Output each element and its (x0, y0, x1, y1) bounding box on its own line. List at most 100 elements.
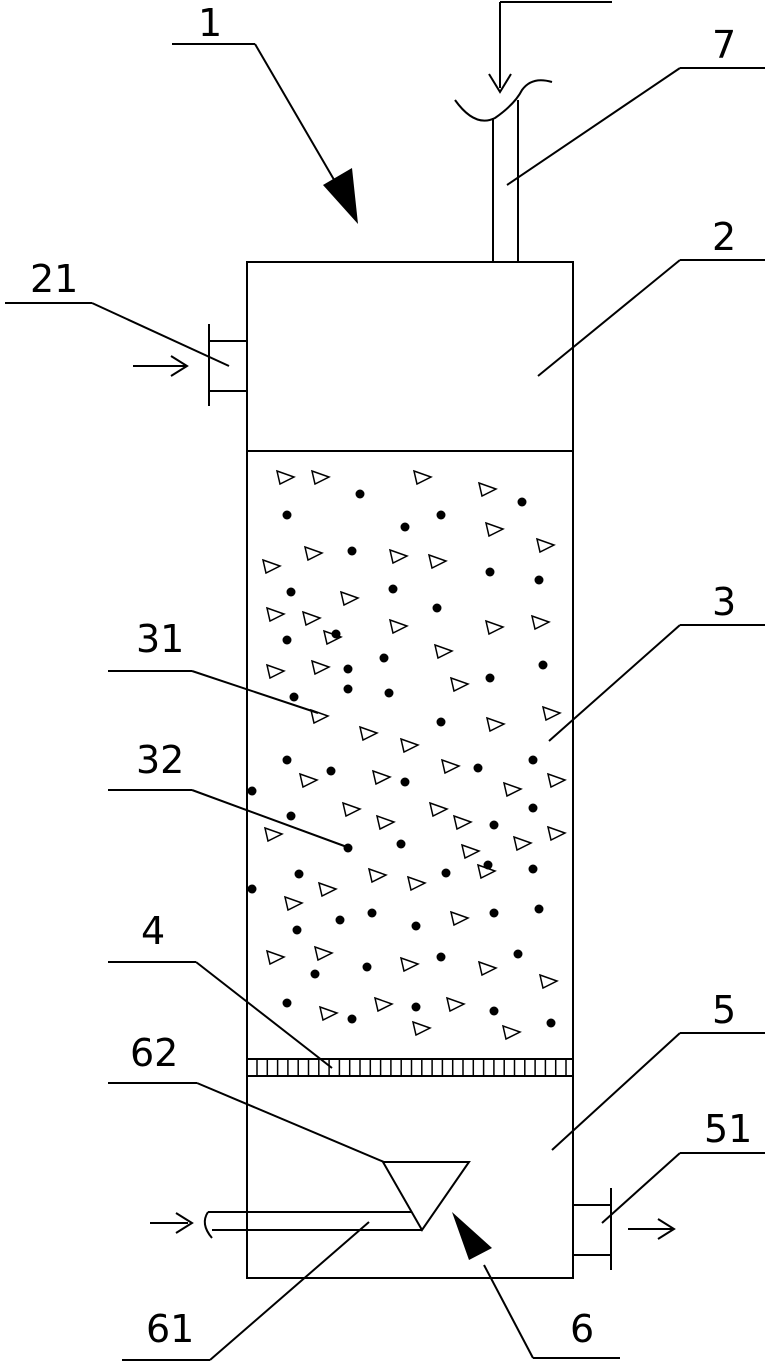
carrier-particle-dot (485, 673, 495, 683)
carrier-particle-triangle (367, 867, 388, 884)
carrier-particle-triangle (303, 545, 324, 562)
carrier-particle-dot (286, 811, 296, 821)
carrier-particle-dot (282, 510, 292, 520)
carrier-particle-triangle (358, 725, 379, 742)
vessel-body (246, 261, 574, 1279)
label-4: 4 (141, 909, 165, 953)
side-outlet-51 (573, 1188, 676, 1270)
inlet-arrow-icon (488, 73, 512, 94)
carrier-particle-dot (379, 653, 389, 663)
carrier-particle-triangle (433, 643, 454, 660)
carrier-particle-dot (517, 497, 527, 507)
carrier-particle-triangle (301, 610, 322, 627)
carrier-particle-dot (367, 908, 377, 918)
carrier-particle-triangle (265, 663, 286, 680)
carrier-particle-triangle (452, 814, 473, 831)
label-21: 21 (30, 257, 78, 301)
carrier-particle-triangle (341, 801, 362, 818)
leader-lines (5, 43, 765, 1361)
carrier-particle-dot (489, 1006, 499, 1016)
carrier-particle-dot (436, 952, 446, 962)
carrier-particle-triangle (428, 801, 449, 818)
carrier-particle-triangle (263, 826, 284, 843)
carrier-particle-triangle (310, 659, 331, 676)
carrier-particle-dot (411, 1002, 421, 1012)
carrier-particle-dot (326, 766, 336, 776)
carrier-particle-triangle (317, 881, 338, 898)
carrier-particle-dot (489, 820, 499, 830)
carrier-particle-triangle (546, 825, 567, 842)
carrier-particle-triangle (399, 737, 420, 754)
carrier-particle-dot (538, 660, 548, 670)
carrier-particle-triangle (388, 548, 409, 565)
carrier-particle-dot (534, 904, 544, 914)
carrier-particle-triangle (538, 973, 559, 990)
label-32: 32 (136, 738, 184, 782)
label-61: 61 (146, 1307, 194, 1351)
carrier-particle-dot (289, 692, 299, 702)
carrier-particle-dot (282, 635, 292, 645)
carrier-particle-dot (292, 925, 302, 935)
carrier-particle-triangle (485, 716, 506, 733)
carrier-particle-triangle (318, 1005, 339, 1022)
carrier-particle-triangle (530, 614, 551, 631)
label-1: 1 (198, 1, 222, 45)
label-2: 2 (712, 215, 736, 259)
carrier-particle-dot (294, 869, 304, 879)
carrier-particle-dot (513, 949, 523, 959)
carrier-particle-dot (441, 868, 451, 878)
carrier-particle-triangle (375, 814, 396, 831)
carrier-particle-dot (282, 998, 292, 1008)
carrier-particle-triangle (309, 708, 330, 725)
carrier-particle-dot (400, 522, 410, 532)
carrier-particle-triangle (265, 606, 286, 623)
carrier-particle-dot (286, 587, 296, 597)
carrier-particle-dot (355, 489, 365, 499)
funnel-62 (381, 1161, 471, 1232)
carrier-particle-triangle (298, 772, 319, 789)
carrier-particle-dot (335, 915, 345, 925)
carrier-particle-dot (528, 755, 538, 765)
carrier-particle-dot (546, 1018, 556, 1028)
carrier-particle-triangle (388, 618, 409, 635)
carrier-particle-triangle (406, 875, 427, 892)
carrier-particle-dot (483, 860, 493, 870)
top-inlet-pipe (454, 1, 612, 262)
carrier-particle-dot (485, 567, 495, 577)
aerator-assembly (150, 1161, 471, 1239)
carrier-particle-dot (436, 510, 446, 520)
pointer-arrow-6 (452, 1212, 492, 1260)
carrier-particle-dot (331, 629, 341, 639)
carrier-particle-triangle (477, 960, 498, 977)
label-31: 31 (136, 617, 184, 661)
carrier-particle-dot (396, 839, 406, 849)
carrier-particle-triangle (512, 835, 533, 852)
carrier-particle-triangle (275, 469, 296, 486)
carrier-particle-triangle (339, 590, 360, 607)
carrier-particle-dot (247, 786, 257, 796)
carrier-particle-triangle (449, 676, 470, 693)
carrier-particle-triangle (502, 781, 523, 798)
carrier-particle-triangle (460, 843, 481, 860)
carrier-particle-dot (343, 664, 353, 674)
carrier-particle-dot (534, 575, 544, 585)
label-5: 5 (712, 988, 736, 1032)
carrier-particle-triangle (283, 895, 304, 912)
side-inlet-arrow-icon (170, 355, 189, 377)
distribution-plate (247, 1058, 573, 1077)
carrier-particle-dot (400, 777, 410, 787)
carrier-particle-dot (489, 908, 499, 918)
label-62: 62 (130, 1031, 178, 1075)
carrier-particle-triangle (261, 558, 282, 575)
side-inlet-21 (133, 324, 247, 406)
carrier-particle-triangle (484, 619, 505, 636)
carrier-particle-dot (388, 584, 398, 594)
carrier-particle-triangle (445, 996, 466, 1013)
carrier-particle-triangle (371, 769, 392, 786)
carrier-particle-dot (362, 962, 372, 972)
carrier-particle-dot (473, 763, 483, 773)
carrier-particle-triangle (477, 481, 498, 498)
carrier-particle-triangle (449, 910, 470, 927)
carrier-particle-triangle (411, 1020, 432, 1037)
